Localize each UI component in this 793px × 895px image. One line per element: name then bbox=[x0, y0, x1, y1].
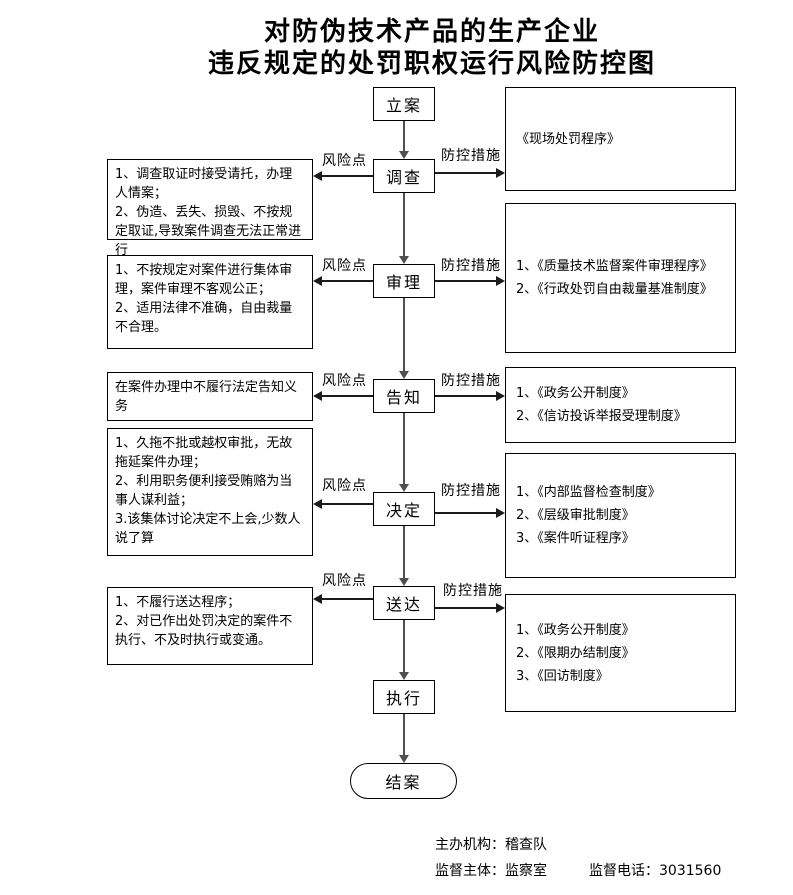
arrow-left-notify bbox=[313, 391, 373, 401]
risk-label-decide: 风险点 bbox=[322, 475, 367, 495]
node-decide: 决定 bbox=[373, 492, 435, 526]
measure-box-review: 1、《质量技术监督案件审理程序》 2、《行政处罚自由裁量基准制度》 bbox=[505, 203, 736, 353]
node-execute: 执行 bbox=[373, 680, 435, 714]
arrow-down-decide-deliver bbox=[399, 526, 409, 586]
footer-phone: 监督电话：3031560 bbox=[589, 863, 722, 879]
measure-label-decide: 防控措施 bbox=[441, 480, 501, 500]
arrow-left-deliver bbox=[313, 594, 373, 604]
footer-supervisor: 监督主体：监察室 bbox=[435, 863, 547, 879]
title-line1: 对防伪技术产品的生产企业 bbox=[263, 17, 600, 47]
measure-label-investigate: 防控措施 bbox=[441, 145, 501, 165]
risk-box-notify: 在案件办理中不履行法定告知义务 bbox=[107, 372, 313, 421]
node-notify: 告知 bbox=[373, 379, 435, 413]
risk-label-notify: 风险点 bbox=[322, 370, 367, 390]
measure-label-deliver: 防控措施 bbox=[443, 580, 503, 600]
node-close: 结案 bbox=[350, 763, 457, 799]
arrow-right-deliver bbox=[435, 603, 505, 613]
arrow-left-investigate bbox=[313, 171, 373, 181]
arrow-down-notify-decide bbox=[399, 413, 409, 492]
arrow-right-investigate bbox=[435, 168, 505, 178]
arrow-left-review bbox=[313, 276, 373, 286]
arrow-right-decide bbox=[435, 508, 505, 518]
measure-box-decide: 1、《内部监督检查制度》 2、《层级审批制度》 3、《案件听证程序》 bbox=[505, 453, 736, 578]
footer: 主办机构：稽查队 监督主体：监察室 监督电话：3031560 bbox=[435, 832, 721, 884]
arrow-right-notify bbox=[435, 391, 505, 401]
arrow-down-execute-close bbox=[399, 714, 409, 763]
measure-box-notify: 1、《政务公开制度》 2、《信访投诉举报受理制度》 bbox=[505, 367, 736, 443]
measure-box-investigate: 《现场处罚程序》 bbox=[505, 87, 736, 191]
risk-box-deliver: 1、不履行送达程序； 2、对已作出处罚决定的案件不执行、不及时执行或变通。 bbox=[107, 587, 313, 665]
footer-organizer: 主办机构：稽查队 bbox=[435, 837, 547, 853]
arrow-down-deliver-execute bbox=[399, 620, 409, 680]
title-line2: 违反规定的处罚职权运行风险防控图 bbox=[207, 49, 656, 79]
measure-label-notify: 防控措施 bbox=[441, 370, 501, 390]
node-review: 审理 bbox=[373, 264, 435, 298]
arrow-down-investigate-review bbox=[399, 193, 409, 264]
risk-box-review: 1、不按规定对案件进行集体审理，案件审理不客观公正； 2、适用法律不准确，自由裁… bbox=[107, 255, 313, 349]
arrow-right-review bbox=[435, 276, 505, 286]
arrow-left-decide bbox=[313, 499, 373, 509]
arrow-down-filing-investigate bbox=[399, 121, 409, 159]
node-deliver: 送达 bbox=[373, 586, 435, 620]
risk-label-deliver: 风险点 bbox=[322, 570, 367, 590]
risk-label-investigate: 风险点 bbox=[322, 150, 367, 170]
risk-box-investigate: 1、调查取证时接受请托，办理人情案； 2、伪造、丢失、损毁、不按规定取证,导致案… bbox=[107, 159, 313, 258]
node-filing: 立案 bbox=[373, 87, 435, 121]
risk-label-review: 风险点 bbox=[322, 255, 367, 275]
measure-box-deliver: 1、《政务公开制度》 2、《限期办结制度》 3、《回访制度》 bbox=[505, 594, 736, 712]
arrow-down-review-notify bbox=[399, 298, 409, 379]
node-investigate: 调查 bbox=[373, 159, 435, 193]
risk-box-decide: 1、久拖不批或越权审批，无故拖延案件办理； 2、利用职务便利接受贿赂为当事人谋利… bbox=[107, 428, 313, 556]
page-title: 对防伪技术产品的生产企业 违反规定的处罚职权运行风险防控图 bbox=[40, 16, 793, 80]
measure-label-review: 防控措施 bbox=[441, 255, 501, 275]
